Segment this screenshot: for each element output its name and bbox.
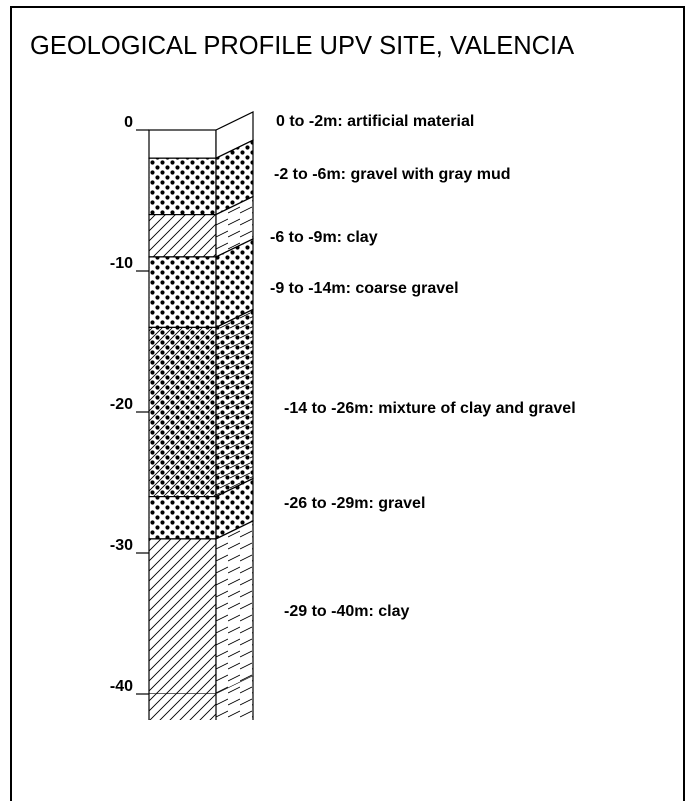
layer-front-6 [148,538,217,695]
layer-label: -6 to -9m: clay [270,229,378,246]
layer-front-4 [148,326,217,498]
layer-side-extension [216,676,253,720]
layer-side-6 [215,519,254,695]
layer-front-5 [148,496,217,540]
layer-label: -14 to -26m: mixture of clay and gravel [284,400,576,417]
depth-tick-label: -30 [109,537,133,554]
diagram-title: GEOLOGICAL PROFILE UPV SITE, VALENCIA [30,32,575,60]
figure-frame [10,6,685,801]
layer-side-4 [215,308,254,498]
depth-tick-label: -20 [109,396,133,413]
depth-tick-label: -40 [109,678,133,695]
depth-tick-label: 0 [124,114,133,131]
layer-label: -26 to -29m: gravel [284,495,426,512]
layer-label: 0 to -2m: artificial material [276,113,475,130]
depth-tick-label: -10 [109,255,133,272]
layer-label: -2 to -6m: gravel with gray mud [274,166,511,183]
layer-front-2 [148,214,217,258]
layer-label: -9 to -14m: coarse gravel [270,280,459,297]
layer-front-extension [149,694,216,720]
layer-front-0 [148,129,217,159]
layer-label: -29 to -40m: clay [284,603,410,620]
layer-front-1 [148,157,217,216]
layer-front-3 [148,256,217,328]
